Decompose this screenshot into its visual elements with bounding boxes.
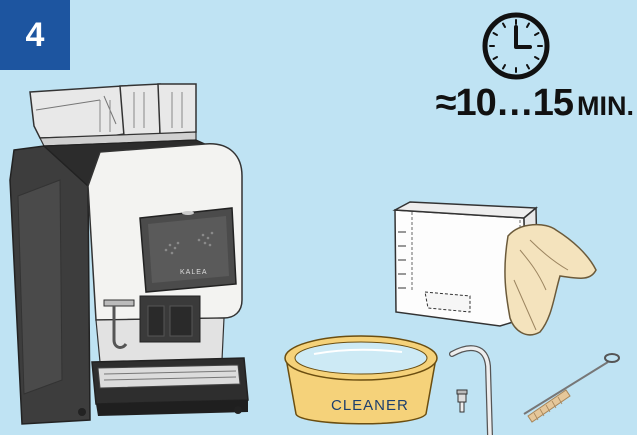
brush [524, 354, 619, 422]
duration-value: ≈10…15 [436, 82, 573, 124]
duration-unit: MIN. [577, 91, 634, 121]
clock-icon [485, 15, 547, 77]
nozzle [457, 390, 467, 412]
coffee-machine: KALEA [10, 84, 248, 424]
brand-label: KALEA [180, 269, 208, 276]
bean-hoppers [30, 84, 196, 146]
cleaner-bowl: CLEANER [285, 336, 437, 424]
cloth [505, 225, 596, 335]
cleaner-label: CLEANER [331, 397, 409, 414]
